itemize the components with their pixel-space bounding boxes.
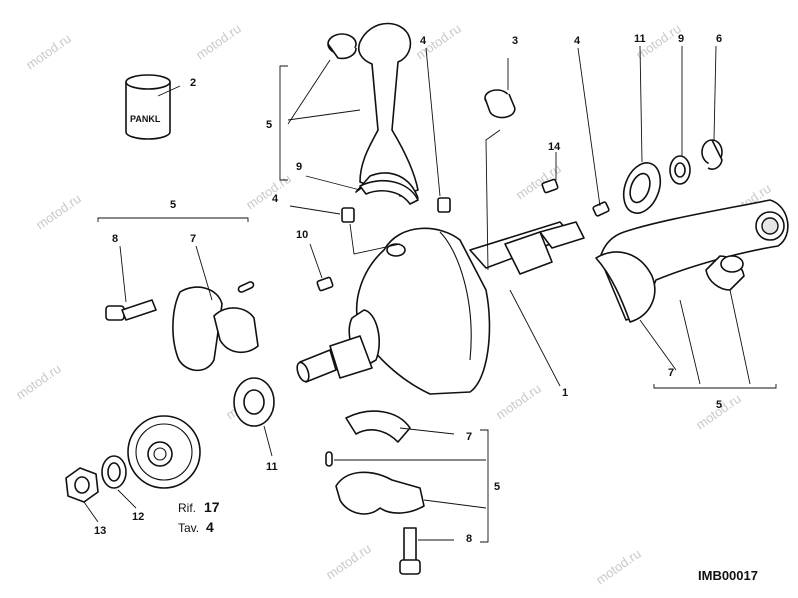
- dowel-pin: [325, 451, 333, 467]
- part-9-washer: [669, 155, 691, 185]
- rif-value: 17: [204, 499, 220, 515]
- callout-7: 7: [466, 431, 472, 443]
- callout-5: 5: [494, 481, 500, 493]
- watermark-text: motod.ru: [323, 541, 374, 583]
- part-8-bolt-lower: [399, 527, 421, 575]
- lower-cap: [335, 471, 425, 515]
- watermark-text: motod.ru: [13, 361, 64, 403]
- watermark-text: motod.ru: [243, 171, 294, 213]
- group-brackets: [97, 65, 777, 543]
- gear: [127, 415, 201, 489]
- callout-4: 4: [420, 35, 427, 47]
- callout-6: 6: [716, 33, 722, 45]
- reference-block: Rif. 17 Tav. 4: [178, 499, 220, 535]
- callout-4: 4: [272, 193, 279, 205]
- callout-9: 9: [296, 161, 302, 173]
- callout-14: 14: [548, 141, 561, 153]
- part-12-washer: [101, 455, 127, 489]
- leader-lines: [83, 45, 751, 541]
- callout-7: 7: [190, 233, 196, 245]
- connecting-rod-right: [595, 199, 789, 323]
- tav-label: Tav.: [178, 521, 199, 535]
- watermark-text: motod.ru: [693, 391, 744, 433]
- watermark-text: motod.ru: [23, 31, 74, 73]
- part-6-bushing: [701, 139, 723, 170]
- part-9-bearing-shell: [359, 179, 419, 205]
- watermark-text: motod.ru: [33, 191, 84, 233]
- callout-3: 3: [512, 35, 518, 47]
- callout-8: 8: [112, 233, 118, 245]
- left-cap-assembly: [105, 281, 259, 372]
- connecting-rod-upper: [327, 22, 419, 199]
- part-3-bushing: [484, 89, 516, 119]
- watermark-text: motod.ru: [493, 381, 544, 423]
- part-7-bearing-shell-lower: [345, 410, 411, 443]
- callout-13: 13: [94, 525, 106, 537]
- part-4-grub-screws: [341, 197, 610, 223]
- callout-5: 5: [716, 399, 722, 411]
- callouts: 1 2 3 4 4 4 5 5 5 5 6 7 7 7 8 8 9 9 10 1…: [94, 33, 722, 545]
- brand-marking: PANKL: [130, 114, 161, 124]
- callout-4: 4: [574, 35, 581, 47]
- watermark-text: motod.ru: [593, 546, 644, 588]
- part-11-washer-upper: [622, 162, 662, 214]
- part-11-washer-lower: [233, 377, 275, 427]
- callout-8: 8: [466, 533, 472, 545]
- part-14-plug: [541, 178, 559, 194]
- part-2-bushing: PANKL: [125, 74, 171, 140]
- drawing-code: IMB00017: [698, 568, 758, 583]
- callout-11: 11: [266, 461, 278, 473]
- callout-5: 5: [266, 119, 272, 131]
- callout-9: 9: [678, 33, 684, 45]
- callout-10: 10: [296, 229, 308, 241]
- part-1-crankshaft: [296, 221, 585, 395]
- part-13-nut: [65, 467, 99, 503]
- callout-5: 5: [170, 199, 176, 211]
- callout-12: 12: [132, 511, 144, 523]
- callout-2: 2: [190, 77, 196, 89]
- part-10-plug: [316, 276, 334, 292]
- callout-7: 7: [668, 367, 674, 379]
- rif-label: Rif.: [178, 501, 196, 515]
- watermark-text: motod.ru: [193, 21, 244, 63]
- callout-11: 11: [634, 33, 646, 45]
- callout-1: 1: [562, 387, 568, 399]
- tav-value: 4: [206, 519, 214, 535]
